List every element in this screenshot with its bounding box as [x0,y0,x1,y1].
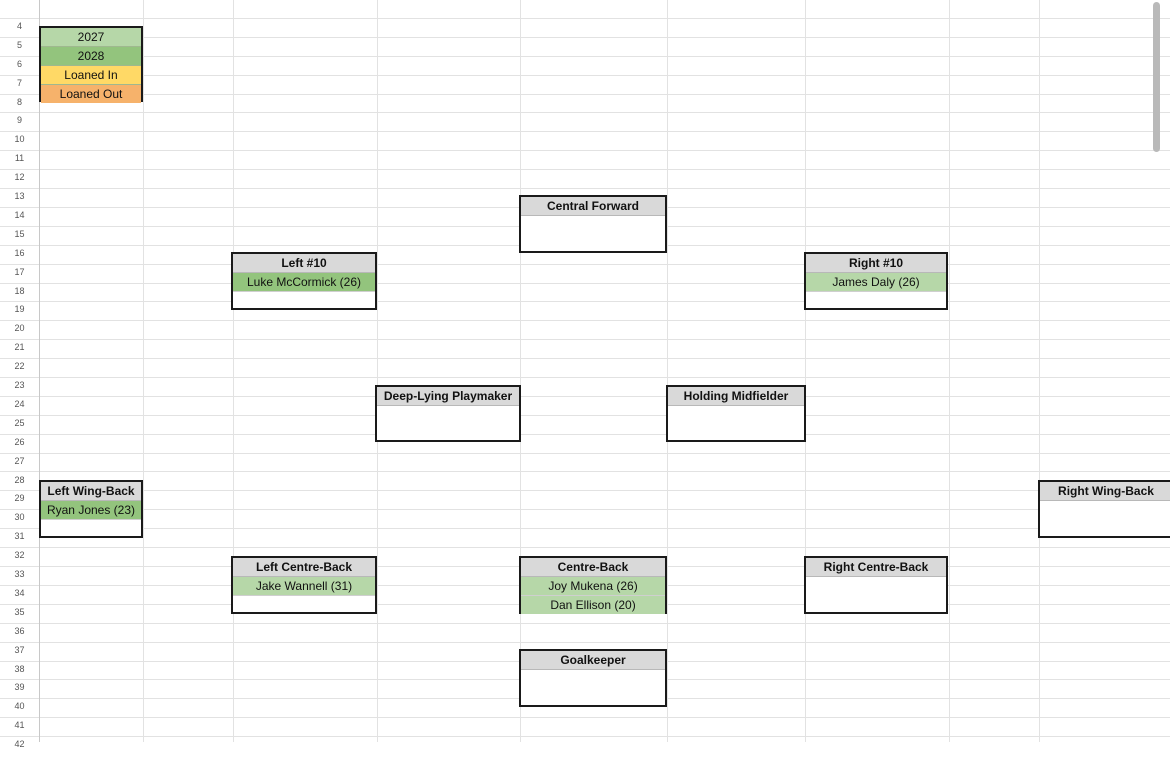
position-right-10: Right #10 James Daly (26) [804,252,948,310]
legend-2027[interactable]: 2027 [41,28,141,47]
position-central-forward: Central Forward [519,195,667,253]
player-cell[interactable]: Joy Mukena (26) [521,577,665,596]
position-centre-back: Centre-Back Joy Mukena (26) Dan Ellison … [519,556,667,614]
position-title[interactable]: Right #10 [806,254,946,273]
row-number[interactable]: 25 [14,417,25,428]
row-number[interactable]: 17 [14,266,25,277]
row-number[interactable]: 39 [14,682,25,693]
row-number[interactable]: 15 [14,228,25,239]
empty-slot[interactable] [233,292,375,310]
position-title[interactable]: Right Wing-Back [1040,482,1170,501]
row-number[interactable]: 34 [14,587,25,598]
player-cell[interactable]: Ryan Jones (23) [41,501,141,520]
row-number[interactable]: 12 [14,172,25,183]
row-number[interactable]: 13 [14,191,25,201]
empty-slot[interactable] [233,596,375,614]
empty-slot[interactable] [806,577,946,595]
row-number[interactable]: 9 [16,115,22,126]
position-right-centre-back: Right Centre-Back [804,556,948,614]
position-holding-midfielder: Holding Midfielder [666,385,806,442]
position-right-wing-back: Right Wing-Back [1038,480,1170,538]
row-number[interactable]: 4 [16,20,22,31]
empty-slot[interactable] [521,216,665,234]
row-number[interactable]: 41 [14,720,25,731]
position-title[interactable]: Central Forward [521,197,665,216]
row-number[interactable]: 23 [14,380,25,390]
row-number[interactable]: 20 [14,323,25,334]
legend-box: 2027 2028 Loaned In Loaned Out [39,26,143,103]
legend-loaned-out[interactable]: Loaned Out [41,85,141,103]
row-number[interactable]: 30 [14,512,25,523]
row-number[interactable]: 32 [14,550,25,561]
position-title[interactable]: Left Wing-Back [41,482,141,501]
player-cell[interactable]: James Daly (26) [806,273,946,292]
position-title[interactable]: Goalkeeper [521,651,665,670]
position-title[interactable]: Left #10 [233,254,375,273]
legend-2028[interactable]: 2028 [41,47,141,66]
player-cell[interactable]: Luke McCormick (26) [233,273,375,292]
row-number[interactable]: 22 [14,361,25,372]
row-number[interactable]: 33 [14,569,25,579]
row-number[interactable]: 11 [14,153,25,164]
row-number[interactable]: 35 [14,606,25,617]
empty-slot[interactable] [668,406,804,424]
position-deep-lying-playmaker: Deep-Lying Playmaker [375,385,521,442]
empty-slot[interactable] [806,292,946,310]
player-cell[interactable]: Jake Wannell (31) [233,577,375,596]
row-number[interactable]: 37 [14,644,25,655]
row-number[interactable]: 7 [16,77,22,88]
row-number[interactable]: 36 [14,625,25,636]
row-number[interactable]: 10 [14,134,25,145]
row-number[interactable]: 14 [14,209,25,220]
row-number[interactable]: 27 [14,455,25,466]
row-number[interactable]: 38 [14,663,25,674]
empty-slot[interactable] [521,670,665,688]
row-number[interactable]: 18 [14,285,25,296]
row-number[interactable]: 21 [14,342,25,353]
position-title[interactable]: Centre-Back [521,558,665,577]
position-title[interactable]: Right Centre-Back [806,558,946,577]
player-cell[interactable]: Dan Ellison (20) [521,596,665,614]
row-number[interactable]: 5 [16,39,22,50]
empty-slot[interactable] [1040,501,1170,519]
position-left-centre-back: Left Centre-Back Jake Wannell (31) [231,556,377,614]
row-number[interactable]: 28 [14,474,25,485]
row-number[interactable]: 31 [14,531,25,542]
position-goalkeeper: Goalkeeper [519,649,667,707]
row-number[interactable]: 24 [14,398,25,409]
row-number[interactable]: 40 [14,701,25,712]
spreadsheet-grid [0,0,1170,742]
position-title[interactable]: Deep-Lying Playmaker [377,387,519,406]
row-number[interactable]: 29 [14,493,25,504]
position-left-wing-back: Left Wing-Back Ryan Jones (23) [39,480,143,538]
empty-slot[interactable] [41,520,141,538]
legend-loaned-in[interactable]: Loaned In [41,66,141,85]
empty-slot[interactable] [377,406,519,424]
position-title[interactable]: Holding Midfielder [668,387,804,406]
row-number[interactable]: 8 [16,96,22,107]
row-number[interactable]: 6 [16,58,22,69]
row-number[interactable]: 26 [14,436,25,447]
position-left-10: Left #10 Luke McCormick (26) [231,252,377,310]
row-number[interactable]: 19 [14,304,25,315]
row-number[interactable]: 16 [14,247,25,258]
vertical-scrollbar[interactable] [1153,2,1160,152]
position-title[interactable]: Left Centre-Back [233,558,375,577]
